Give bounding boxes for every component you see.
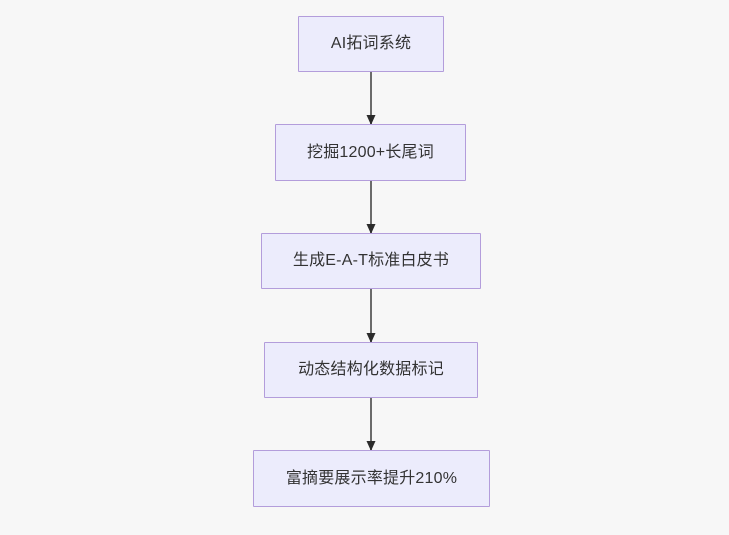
flow-node-generate-eat-whitepaper[interactable]: 生成E-A-T标准白皮书	[261, 233, 481, 289]
flow-node-label: 动态结构化数据标记	[298, 361, 444, 378]
flow-node-dynamic-structured-data-markup[interactable]: 动态结构化数据标记	[264, 342, 478, 398]
flow-node-ai-keyword-system[interactable]: AI拓词系统	[298, 16, 444, 72]
flow-node-label: 生成E-A-T标准白皮书	[292, 252, 450, 269]
flow-node-mine-longtail-keywords[interactable]: 挖掘1200+长尾词	[275, 124, 466, 181]
flow-node-label: 挖掘1200+长尾词	[307, 143, 434, 161]
flow-node-label: 富摘要展示率提升210%	[285, 469, 458, 487]
flow-node-label: AI拓词系统	[330, 35, 412, 52]
flow-node-rich-snippet-impression-lift[interactable]: 富摘要展示率提升210%	[253, 450, 490, 507]
